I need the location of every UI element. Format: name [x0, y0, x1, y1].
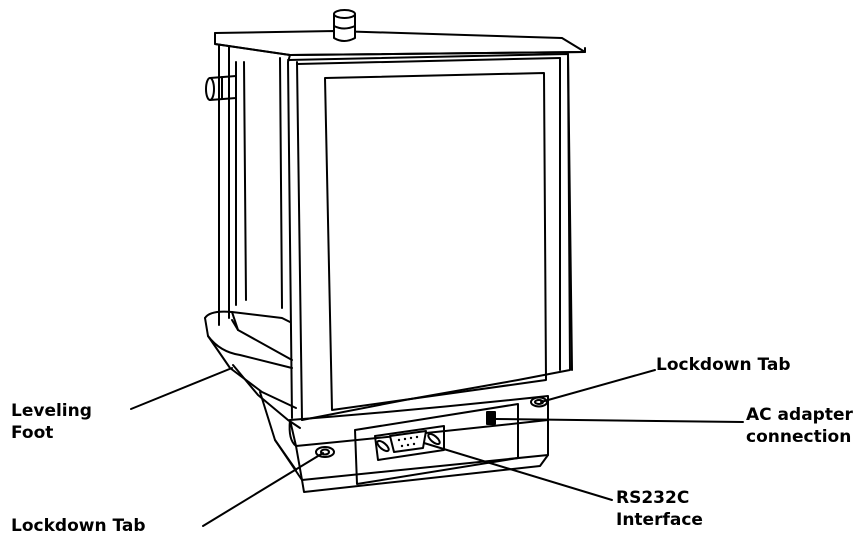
label-line: Leveling — [11, 401, 92, 421]
ac-adapter-port — [486, 411, 496, 425]
front-glass — [287, 53, 573, 421]
label-lockdown-tab-bottom: Lockdown Tab — [11, 515, 146, 537]
leader-rs232c — [423, 442, 613, 501]
label-line: Lockdown Tab — [11, 516, 146, 536]
label-line: RS232C — [616, 488, 690, 508]
left-base — [204, 310, 301, 429]
label-leveling-foot: Leveling Foot — [11, 400, 92, 444]
side-knob — [205, 75, 237, 101]
label-line: connection — [746, 427, 852, 447]
left-frame — [218, 44, 303, 421]
label-line: AC adapter — [746, 405, 853, 425]
label-ac-adapter: AC adapter connection — [746, 404, 853, 448]
leader-lines — [130, 367, 744, 527]
label-line: Foot — [11, 423, 54, 443]
rs232c-connector — [376, 430, 441, 453]
leader-leveling-foot — [130, 367, 233, 410]
leader-lockdown-right — [540, 369, 656, 403]
top-knob — [333, 9, 356, 42]
label-rs232c-interface: RS232C Interface — [616, 487, 703, 531]
label-lockdown-tab-right: Lockdown Tab — [656, 354, 791, 376]
leader-ac-adapter — [495, 418, 744, 423]
label-line: Interface — [616, 510, 703, 530]
leader-lockdown-left — [202, 452, 324, 527]
label-line: Lockdown Tab — [656, 355, 791, 375]
main-base — [259, 391, 549, 493]
